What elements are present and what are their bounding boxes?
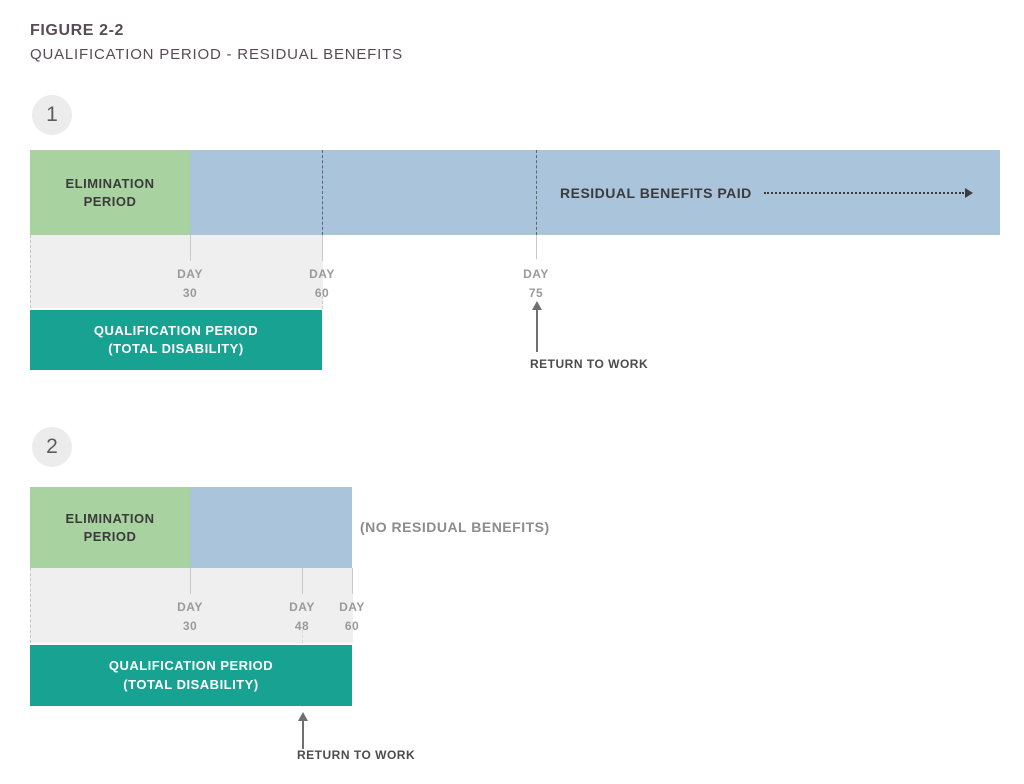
day-60-tick (322, 235, 323, 261)
arrow-up-icon-2 (298, 712, 308, 749)
return-to-work-label: RETURN TO WORK (530, 357, 649, 371)
scenario-1-badge: 1 (32, 95, 72, 135)
elimination-period-bar-2: ELIMINATION PERIOD (30, 487, 190, 568)
no-residual-benefits-label: (NO RESIDUAL BENEFITS) (360, 519, 550, 535)
qualification-period-bar: QUALIFICATION PERIOD (TOTAL DISABILITY) (30, 310, 322, 370)
figure-title: QUALIFICATION PERIOD - RESIDUAL BENEFITS (30, 46, 403, 63)
elimination-period-label-2: ELIMINATION PERIOD (65, 510, 155, 544)
day-75-marker: DAY 75 (523, 267, 549, 300)
day-48-tick (302, 568, 303, 594)
day-75-tick (536, 235, 537, 259)
scenario-2-timeline-strip (30, 568, 353, 643)
qualification-period-bar-2: QUALIFICATION PERIOD (TOTAL DISABILITY) (30, 645, 352, 706)
return-to-work-label-2: RETURN TO WORK (297, 748, 416, 762)
day-30-marker-2: DAY 30 (177, 600, 203, 633)
qualification-period-label: QUALIFICATION PERIOD (TOTAL DISABILITY) (93, 322, 259, 356)
scenario-2-number: 2 (46, 435, 58, 458)
elimination-period-label: ELIMINATION PERIOD (65, 175, 155, 209)
scenario-2-timeline-bar: ELIMINATION PERIOD (30, 487, 352, 568)
elimination-period-bar: ELIMINATION PERIOD (30, 150, 190, 235)
arrow-up-icon (532, 301, 542, 352)
day-75-divider-line (536, 150, 537, 235)
scenario-1-timeline-strip (30, 235, 323, 308)
day-30-marker: DAY 30 (177, 267, 203, 300)
residual-benefits-paid-group: RESIDUAL BENEFITS PAID (560, 150, 973, 235)
scenario-1-timeline-bar: ELIMINATION PERIOD RESIDUAL BENEFITS PAI… (30, 150, 1000, 235)
residual-benefits-paid-label: RESIDUAL BENEFITS PAID (560, 184, 752, 201)
day-30-tick (190, 235, 191, 261)
qualification-period-label-2: QUALIFICATION PERIOD (TOTAL DISABILITY) (108, 658, 274, 692)
scenario-2-badge: 2 (32, 427, 72, 467)
day-60-marker: DAY 60 (309, 267, 335, 300)
day-60-tick-2 (352, 568, 353, 594)
day-30-tick-2 (190, 568, 191, 594)
benefit-gap-bar (190, 487, 352, 568)
arrow-right-icon (763, 187, 973, 198)
day-48-marker: DAY 48 (289, 600, 315, 633)
scenario-1-number: 1 (46, 103, 58, 126)
figure-label: FIGURE 2-2 (30, 22, 125, 39)
day-60-marker-2: DAY 60 (339, 600, 365, 633)
day-60-divider-line (322, 150, 323, 235)
day-60-connector (322, 296, 323, 309)
